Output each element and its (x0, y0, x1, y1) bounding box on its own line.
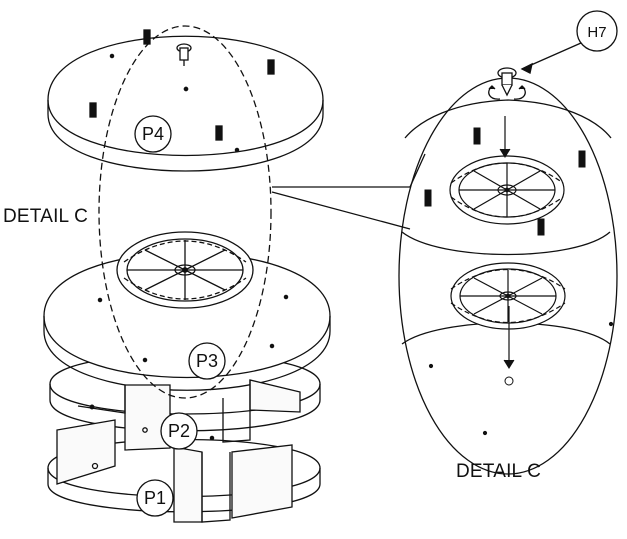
partition-lower-left (56, 419, 116, 485)
p2-label: P2 (168, 421, 190, 441)
partition-lower-right (231, 444, 293, 519)
p1-label: P1 (144, 488, 166, 508)
diagram-labels: DETAIL C DETAIL C P4 P3 P2 P1 H7 (3, 24, 607, 517)
p4-bubble (134, 115, 172, 153)
turntable-wheel-main (116, 231, 254, 309)
top-disk-side (47, 100, 324, 172)
partition-lower-mid (173, 446, 203, 523)
partition-upper-left (124, 384, 171, 451)
p3-bubble (188, 342, 226, 380)
detail-c-view (271, 77, 618, 475)
partition-upper-back (222, 380, 251, 443)
h7-screw (488, 67, 526, 100)
peg-group (89, 29, 275, 141)
detail-c-label-left: DETAIL C (3, 206, 88, 227)
p4-label: P4 (142, 124, 164, 144)
p1-bubble (136, 479, 174, 517)
screw-top (176, 43, 192, 66)
h7-label: H7 (587, 24, 606, 41)
p2-bubble (160, 412, 198, 450)
p3-label: P3 (196, 351, 218, 371)
detail-c-label-right: DETAIL C (456, 461, 541, 482)
top-shelf-side (43, 316, 331, 391)
detail-callout-ellipse (98, 25, 272, 399)
top-disk-p4 (47, 29, 324, 172)
partition-lower-mid-2 (201, 452, 231, 523)
h7-callout (488, 10, 618, 100)
detail-upper-wheel (449, 155, 565, 225)
detail-hardware (424, 116, 614, 436)
lower-assembly (43, 252, 331, 523)
top-disk-face (47, 35, 324, 157)
detail-lower-wheel (450, 262, 566, 330)
